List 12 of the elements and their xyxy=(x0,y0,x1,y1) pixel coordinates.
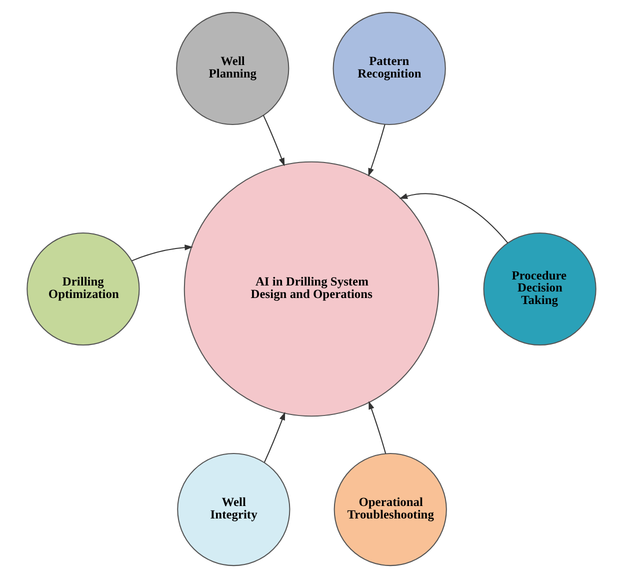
arrow xyxy=(399,193,508,244)
node-circle: Well Planning xyxy=(176,12,290,126)
arrow xyxy=(262,115,285,166)
arrow xyxy=(132,244,194,262)
arrow xyxy=(368,400,386,454)
node-circle: Drilling Optimization xyxy=(26,232,140,346)
arrow xyxy=(264,412,286,463)
node-circle: Well Integrity xyxy=(177,452,290,566)
arrow xyxy=(368,124,386,177)
node-circle: Pattern Recognition xyxy=(332,12,446,126)
node-circle: Procedure Decision Taking xyxy=(483,232,596,346)
node-circle: Operational Troubleshooting xyxy=(334,452,447,566)
